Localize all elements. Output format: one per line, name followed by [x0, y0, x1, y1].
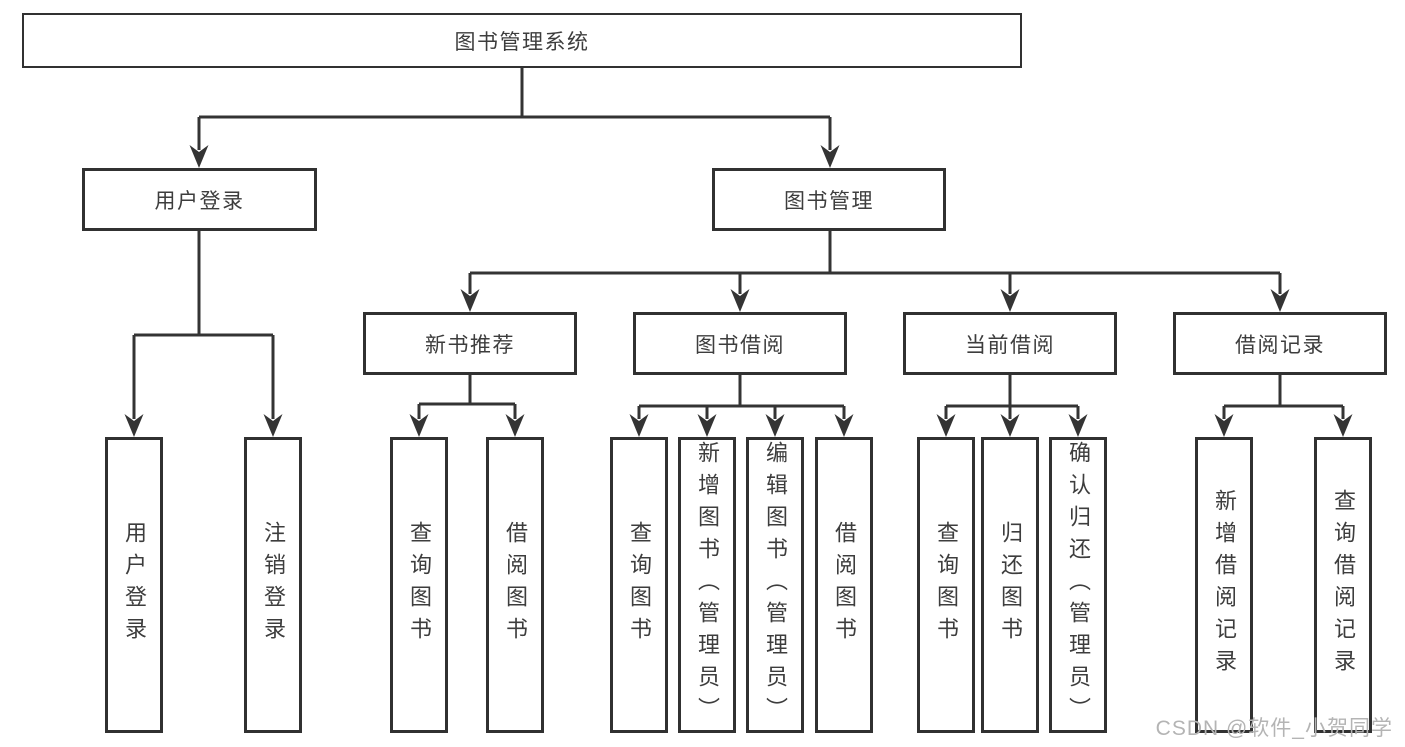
leaf-borrow-book-recommend: 借阅图书 [486, 437, 544, 733]
leaf-user-login: 用户登录 [105, 437, 163, 733]
node-new-book-recommendation-label: 新书推荐 [425, 333, 515, 357]
node-book-borrowing: 图书借阅 [633, 312, 847, 375]
leaf-add-book-admin: 新增图书（管理员） [678, 437, 736, 733]
node-user-login: 用户登录 [82, 168, 317, 231]
node-library-system-label: 图书管理系统 [454, 30, 590, 54]
node-book-management-label: 图书管理 [784, 189, 874, 213]
node-borrowing-records-label: 借阅记录 [1235, 333, 1325, 357]
leaf-edit-book-admin-label: 编辑图书（管理员） [763, 441, 788, 729]
node-book-management: 图书管理 [712, 168, 946, 231]
leaf-query-book-borrowing-label: 查询图书 [627, 521, 652, 649]
node-book-borrowing-label: 图书借阅 [695, 333, 785, 357]
node-borrowing-records: 借阅记录 [1173, 312, 1387, 375]
leaf-confirm-return-admin: 确认归还（管理员） [1049, 437, 1107, 733]
leaf-query-book-recommend: 查询图书 [390, 437, 448, 733]
leaf-query-book-recommend-label: 查询图书 [407, 521, 432, 649]
leaf-query-borrow-record: 查询借阅记录 [1314, 437, 1372, 733]
leaf-query-borrow-record-label: 查询借阅记录 [1331, 489, 1356, 681]
leaf-add-book-admin-label: 新增图书（管理员） [695, 441, 720, 729]
node-new-book-recommendation: 新书推荐 [363, 312, 577, 375]
node-library-system: 图书管理系统 [22, 13, 1022, 68]
leaf-borrow-book-recommend-label: 借阅图书 [503, 521, 528, 649]
leaf-add-borrow-record: 新增借阅记录 [1195, 437, 1253, 733]
leaf-return-book-label: 归还图书 [998, 521, 1023, 649]
leaf-return-book: 归还图书 [981, 437, 1039, 733]
leaf-query-book-current: 查询图书 [917, 437, 975, 733]
node-current-borrowing-label: 当前借阅 [965, 333, 1055, 357]
leaf-logout-label: 注销登录 [261, 521, 286, 649]
leaf-query-book-borrowing: 查询图书 [610, 437, 668, 733]
node-current-borrowing: 当前借阅 [903, 312, 1117, 375]
node-user-login-label: 用户登录 [154, 189, 245, 213]
leaf-borrow-book: 借阅图书 [815, 437, 873, 733]
leaf-borrow-book-label: 借阅图书 [832, 521, 857, 649]
csdn-watermark: CSDN @软件_小贺同学 [1155, 717, 1393, 740]
leaf-add-borrow-record-label: 新增借阅记录 [1212, 489, 1237, 681]
leaf-edit-book-admin: 编辑图书（管理员） [746, 437, 804, 733]
leaf-logout: 注销登录 [244, 437, 302, 733]
leaf-confirm-return-admin-label: 确认归还（管理员） [1066, 441, 1091, 729]
leaf-query-book-current-label: 查询图书 [934, 521, 959, 649]
leaf-user-login-label: 用户登录 [122, 521, 147, 649]
